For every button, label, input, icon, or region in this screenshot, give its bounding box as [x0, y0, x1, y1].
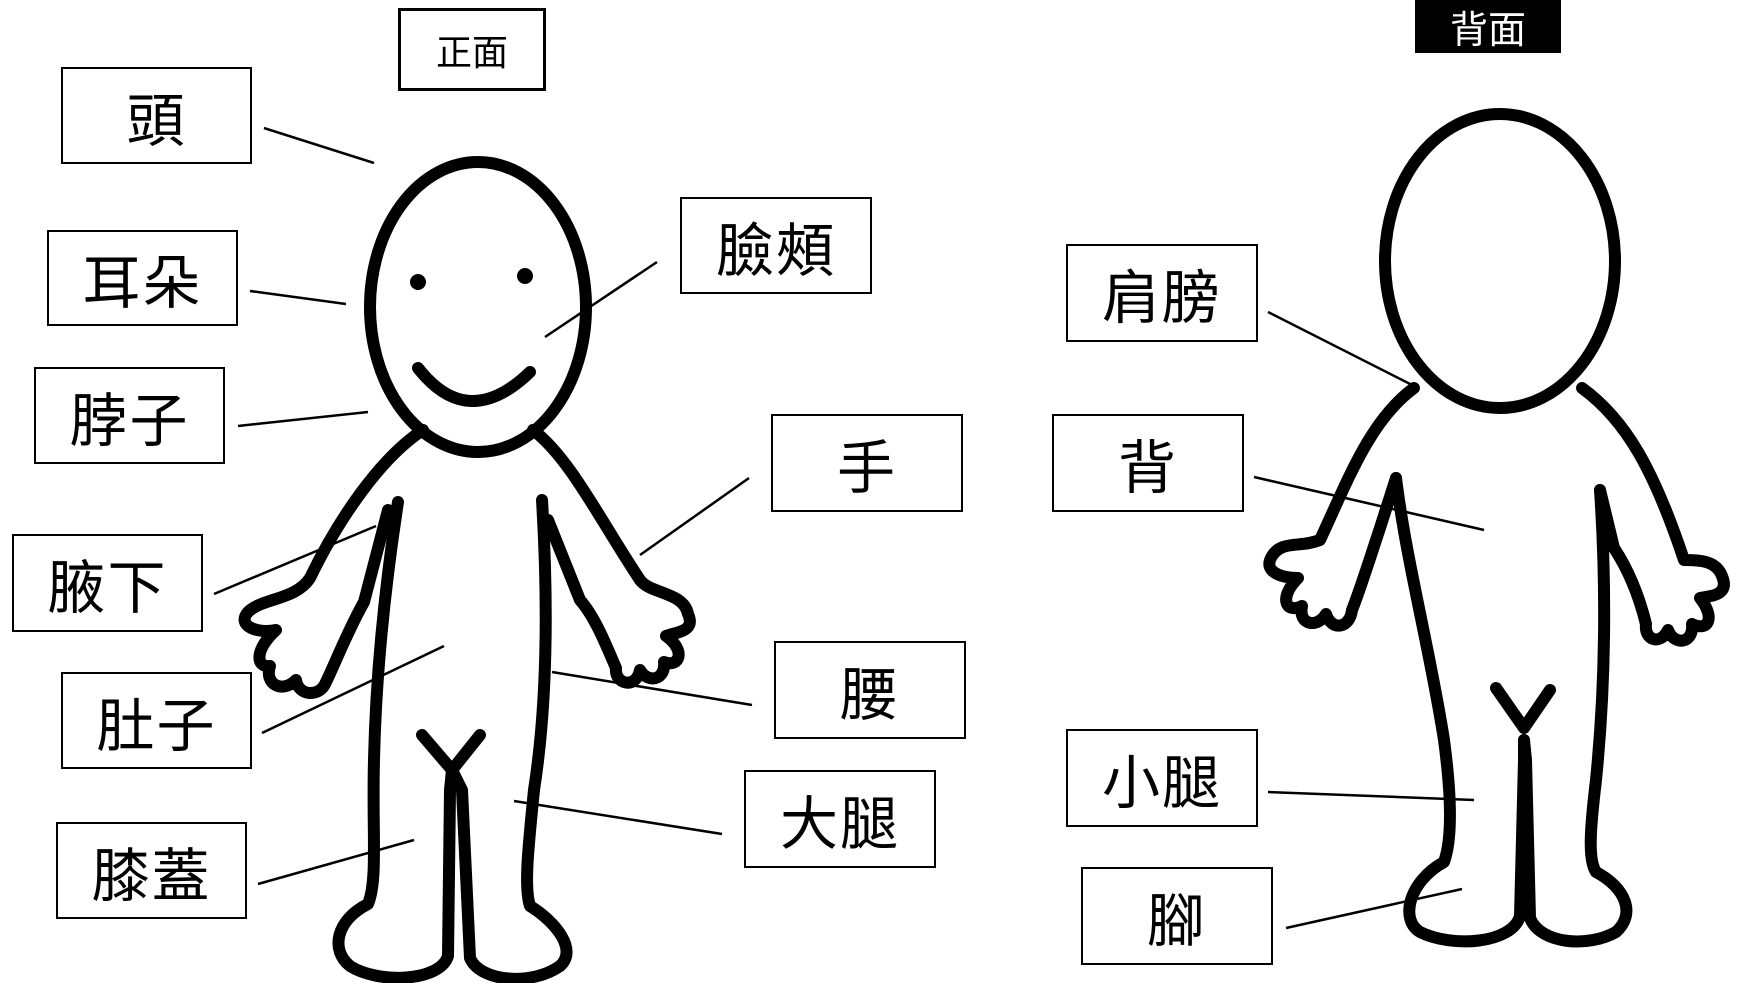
leader-cheek — [544, 260, 658, 339]
label-thigh: 大腿 — [744, 770, 936, 868]
label-waist: 腰 — [774, 641, 966, 739]
back-view-title: 背面 — [1415, 0, 1561, 53]
label-cheek: 臉頰 — [680, 197, 872, 294]
label-shoulder: 肩膀 — [1066, 244, 1258, 342]
front-head-outline — [364, 156, 592, 458]
front-figure — [238, 156, 696, 983]
label-neck: 脖子 — [34, 367, 225, 464]
leader-thigh — [513, 799, 723, 836]
back-left-leg-outline — [1390, 472, 1530, 948]
leader-neck — [237, 410, 369, 428]
front-left-arm-outline — [238, 424, 429, 699]
front-left-eye — [410, 274, 426, 290]
leader-armpit — [213, 524, 377, 596]
label-calf: 小腿 — [1066, 729, 1258, 827]
leader-lines — [213, 126, 1485, 930]
back-right-arm-outline — [1576, 382, 1730, 647]
front-right-eye — [517, 268, 533, 284]
back-left-arm-outline — [1263, 382, 1420, 632]
label-knee: 膝蓋 — [56, 822, 247, 919]
back-crotch — [1490, 682, 1556, 734]
leader-shoulder — [1267, 310, 1419, 390]
back-figure — [1263, 108, 1730, 948]
leader-hand — [639, 476, 750, 557]
leader-knee — [257, 838, 415, 886]
front-left-leg-outline — [332, 496, 458, 983]
label-belly: 肚子 — [61, 672, 252, 769]
front-smile — [412, 362, 536, 407]
leader-ears — [249, 289, 347, 306]
front-right-leg-outline — [446, 494, 573, 983]
back-right-leg-outline — [1518, 484, 1633, 948]
leader-foot — [1285, 887, 1463, 930]
label-foot: 腳 — [1081, 867, 1273, 965]
leader-calf — [1267, 790, 1475, 802]
leader-back — [1253, 475, 1485, 532]
label-back: 背 — [1052, 414, 1244, 512]
label-armpit: 腋下 — [12, 534, 203, 632]
front-view-title: 正面 — [398, 8, 546, 91]
label-head: 頭 — [61, 67, 252, 164]
leader-waist — [551, 670, 753, 707]
label-ears: 耳朵 — [47, 230, 238, 326]
leader-belly — [261, 644, 445, 735]
front-right-arm-outline — [527, 424, 696, 689]
leader-head — [263, 126, 375, 165]
back-head-outline — [1379, 108, 1621, 414]
label-hand: 手 — [771, 414, 963, 512]
